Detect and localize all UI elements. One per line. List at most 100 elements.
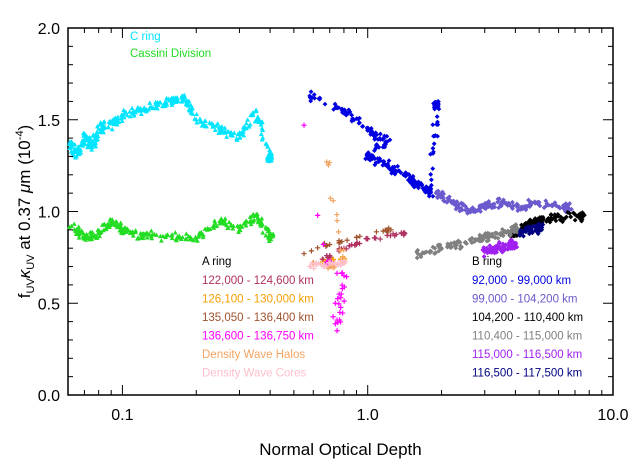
- data-point: [544, 219, 549, 224]
- data-point: [458, 200, 464, 206]
- data-point: [169, 232, 175, 237]
- data-point: [509, 199, 515, 205]
- data-point: [513, 244, 518, 250]
- data-point: [222, 216, 228, 221]
- data-point: [377, 135, 383, 141]
- data-point: [387, 137, 393, 143]
- data-point: [171, 95, 176, 100]
- data-point: [190, 111, 196, 116]
- data-point: [163, 103, 168, 108]
- data-point: [432, 245, 438, 251]
- data-point: [546, 202, 552, 208]
- data-point: [85, 134, 90, 140]
- data-point: [469, 240, 475, 246]
- data-point: [339, 270, 345, 276]
- data-point: [483, 233, 489, 239]
- data-point: [308, 263, 314, 270]
- legend-entry: 135,050 - 136,400 km: [202, 312, 314, 324]
- data-point: [404, 172, 410, 178]
- data-point: [335, 296, 341, 302]
- data-point: [138, 111, 144, 117]
- data-point: [395, 163, 401, 169]
- data-point: [519, 222, 524, 228]
- data-point: [494, 246, 500, 252]
- data-point: [541, 205, 547, 211]
- data-point: [110, 218, 116, 223]
- data-point: [342, 108, 348, 114]
- data-point: [83, 235, 89, 240]
- data-point: [385, 164, 391, 170]
- data-point: [308, 248, 315, 254]
- data-point: [436, 248, 442, 254]
- data-point: [563, 202, 568, 208]
- data-point: [336, 240, 342, 246]
- data-point: [458, 205, 464, 211]
- data-point: [363, 236, 369, 242]
- data-point: [336, 291, 342, 297]
- data-point: [228, 129, 234, 135]
- data-point: [523, 229, 529, 234]
- data-point: [334, 328, 340, 334]
- data-point: [67, 141, 72, 147]
- data-point: [486, 247, 492, 253]
- data-point: [393, 169, 399, 175]
- y-axis-title-exp: -4: [14, 130, 26, 140]
- data-point: [487, 243, 493, 249]
- x-tick-label: 10.0: [597, 407, 628, 424]
- data-point: [477, 205, 483, 211]
- data-point: [472, 208, 478, 214]
- x-tick-label: 0.1: [111, 407, 133, 424]
- data-point: [509, 240, 514, 246]
- data-point: [347, 243, 353, 249]
- data-point: [373, 160, 379, 165]
- data-point: [523, 203, 529, 209]
- data-point: [565, 209, 571, 215]
- data-point: [195, 238, 200, 243]
- data-point: [495, 199, 501, 205]
- data-point: [230, 223, 236, 228]
- data-point: [388, 167, 394, 173]
- data-point: [76, 224, 82, 229]
- data-point: [580, 210, 586, 216]
- data-point: [442, 198, 448, 204]
- data-point: [382, 227, 388, 233]
- data-point: [315, 245, 321, 251]
- data-point: [490, 202, 496, 208]
- data-point: [553, 218, 559, 224]
- data-point: [485, 250, 490, 256]
- y-tick-label: 2.0: [38, 21, 60, 38]
- data-point: [259, 137, 265, 142]
- data-point: [193, 117, 199, 122]
- data-point: [121, 107, 127, 113]
- legend-a-ring-title: A ring: [202, 256, 231, 268]
- data-point: [197, 119, 203, 124]
- data-point: [255, 114, 261, 120]
- data-point: [454, 204, 460, 210]
- data-point: [541, 216, 546, 222]
- data-point: [316, 96, 322, 102]
- data-point: [309, 260, 315, 266]
- data-point: [226, 219, 232, 225]
- legend-entry: C ring: [130, 31, 161, 43]
- data-point: [130, 233, 136, 238]
- data-point: [87, 229, 93, 235]
- data-point: [421, 250, 427, 256]
- data-point: [163, 234, 169, 239]
- data-point: [567, 201, 573, 206]
- data-point: [114, 121, 120, 127]
- data-point: [502, 200, 507, 206]
- data-point: [391, 169, 397, 175]
- data-point: [132, 109, 138, 114]
- data-point: [148, 228, 154, 233]
- data-point: [344, 237, 350, 243]
- data-point: [563, 214, 569, 220]
- data-point: [363, 156, 368, 162]
- data-point: [212, 220, 218, 225]
- data-point: [370, 154, 375, 160]
- data-point: [383, 142, 388, 147]
- data-point: [230, 226, 236, 231]
- data-point: [129, 105, 135, 111]
- data-point: [114, 219, 119, 224]
